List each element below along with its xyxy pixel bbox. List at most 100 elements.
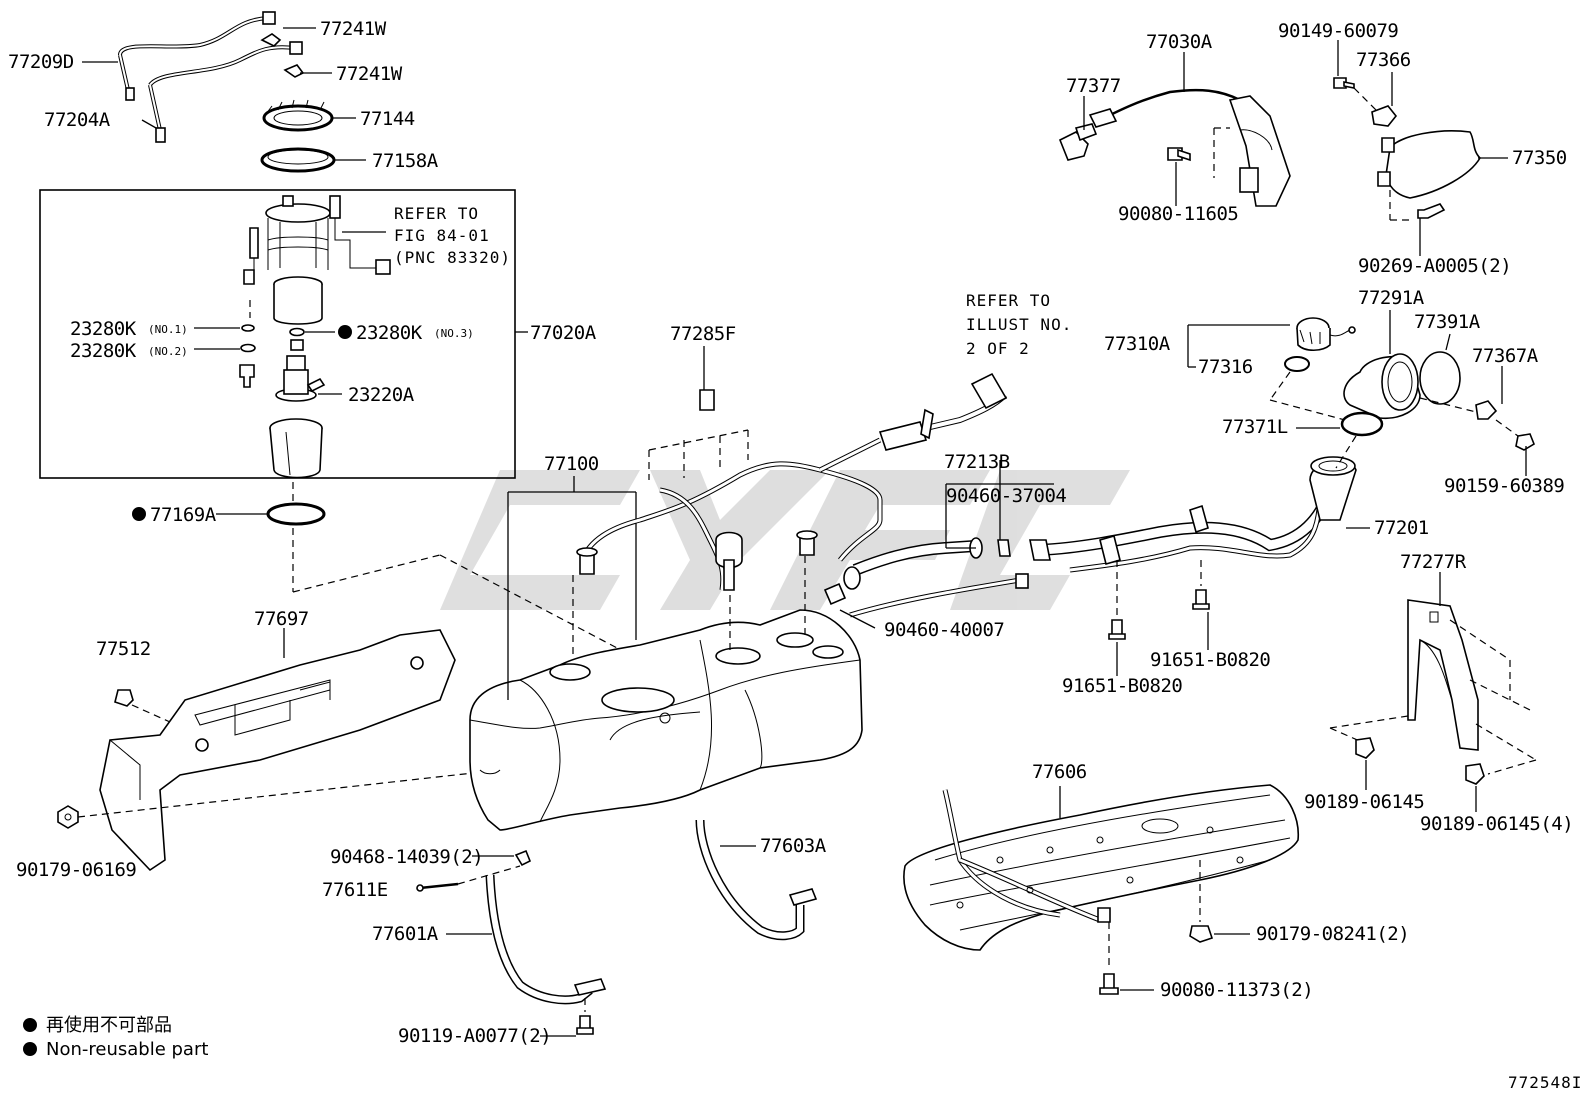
label-77020A: 77020A xyxy=(530,322,597,344)
label-90189-06145-4: 90189-06145(4) xyxy=(1420,813,1573,835)
label-77169A: 77169A xyxy=(150,504,217,526)
label-77603A: 77603A xyxy=(760,835,827,857)
bolt-90159-60389 xyxy=(1515,433,1535,451)
label-23280K-no2: 23280K xyxy=(70,340,137,362)
label-77697: 77697 xyxy=(254,608,309,630)
label-77367A: 77367A xyxy=(1472,345,1539,367)
hinge-77366 xyxy=(1371,105,1398,127)
gasket-77169A xyxy=(266,502,326,526)
label-77512: 77512 xyxy=(96,638,151,660)
refer-fig-line3: (PNC 83320) xyxy=(394,248,511,267)
clip-90189-06145 xyxy=(1355,737,1375,759)
label-23280K-no3: 23280K xyxy=(356,322,423,344)
bolt-90080-11373 xyxy=(1099,973,1119,995)
figure-id: 772548I xyxy=(1508,1073,1582,1092)
non-reusable-marker-23280K xyxy=(338,325,352,339)
under-cover-77606 xyxy=(903,784,1300,951)
protector-77277R xyxy=(1407,599,1479,751)
label-90159-60389: 90159-60389 xyxy=(1444,475,1564,497)
gasket-77391A xyxy=(1419,351,1461,405)
clip-90189-06145-4 xyxy=(1465,763,1485,785)
label-90468-14039: 90468-14039(2) xyxy=(330,846,483,868)
o-rings-23280K xyxy=(239,324,305,388)
label-90080-11605: 90080-11605 xyxy=(1118,203,1238,225)
fuel-tube-assembly xyxy=(118,11,305,143)
label-77291A: 77291A xyxy=(1358,287,1425,309)
lock-77377 xyxy=(1058,123,1098,161)
label-90179-06169: 90179-06169 xyxy=(16,859,136,881)
label-77601A: 77601A xyxy=(372,923,439,945)
screw-90149-60079 xyxy=(1333,77,1355,89)
refer-illust-line2: ILLUST NO. xyxy=(966,315,1072,334)
label-23220A: 23220A xyxy=(348,384,415,406)
filler-pipe-77201 xyxy=(823,456,1357,618)
label-23280K-no3-note: (NO.3) xyxy=(434,327,474,340)
fuel-pump-module xyxy=(243,195,391,325)
heat-insulator-77697 xyxy=(99,629,456,872)
label-77391A: 77391A xyxy=(1414,311,1481,333)
label-77213B: 77213B xyxy=(944,451,1010,473)
label-90460-37004: 90460-37004 xyxy=(946,485,1066,507)
label-77377: 77377 xyxy=(1066,75,1121,97)
label-90080-11373: 90080-11373(2) xyxy=(1160,979,1313,1001)
label-77201: 77201 xyxy=(1374,517,1429,539)
strap-77601A xyxy=(485,874,607,1005)
label-77611E: 77611E xyxy=(322,879,388,901)
fuel-pump-assembly-box xyxy=(39,189,516,479)
fuel-pump-23220A xyxy=(275,355,326,402)
label-77606: 77606 xyxy=(1032,761,1087,783)
legend-english: Non-reusable part xyxy=(46,1039,208,1060)
label-77241W-a: 77241W xyxy=(320,18,387,40)
filler-housing-77291A xyxy=(1343,353,1421,420)
legend-marker-en xyxy=(23,1042,37,1056)
label-77350: 77350 xyxy=(1512,147,1567,169)
label-90189-06145: 90189-06145 xyxy=(1304,791,1424,813)
label-90119-A0077: 90119-A0077(2) xyxy=(398,1025,551,1047)
label-90179-08241: 90179-08241(2) xyxy=(1256,923,1409,945)
strap-77603A xyxy=(695,819,818,941)
pin-90468-14039 xyxy=(514,849,532,867)
label-77100: 77100 xyxy=(544,453,599,475)
label-77204A: 77204A xyxy=(44,109,111,131)
label-90149-60079: 90149-60079 xyxy=(1278,20,1398,42)
refer-fig-line2: FIG 84-01 xyxy=(394,226,490,245)
clip-77512 xyxy=(114,689,134,707)
refer-fig-line1: REFER TO xyxy=(394,204,479,223)
refer-illust-line1: REFER TO xyxy=(966,291,1051,310)
label-77285F: 77285F xyxy=(670,323,736,345)
retainer-ring xyxy=(262,99,334,132)
refer-illust-line3: 2 OF 2 xyxy=(966,339,1030,358)
screw-90269-A0005 xyxy=(1417,203,1446,219)
label-77277R: 77277R xyxy=(1400,551,1467,573)
label-91651-B0820-b: 91651-B0820 xyxy=(1062,675,1182,697)
nut-90179-08241 xyxy=(1189,925,1214,943)
watermark-logo xyxy=(440,470,1130,610)
label-77209D: 77209D xyxy=(8,51,74,73)
bolts-91651-B0820 xyxy=(1108,589,1210,640)
label-77158A: 77158A xyxy=(372,150,439,172)
label-77371L: 77371L xyxy=(1222,416,1288,438)
clip-77367A xyxy=(1475,400,1498,420)
label-77030A: 77030A xyxy=(1146,31,1213,53)
part-labels: 77209D 77241W 77241W 77204A 77144 77158A… xyxy=(8,18,1574,1047)
legend: 再使用不可部品 Non-reusable part xyxy=(23,1015,208,1060)
legend-marker-ja xyxy=(23,1018,37,1032)
legend-japanese: 再使用不可部品 xyxy=(46,1015,172,1036)
label-77241W-b: 77241W xyxy=(336,63,403,85)
vent-tubes xyxy=(576,372,1008,591)
screw-90080-11605 xyxy=(1167,147,1191,162)
fuel-lid-77350 xyxy=(1377,130,1482,199)
label-77316: 77316 xyxy=(1198,356,1253,378)
fuel-cap-77310A xyxy=(1296,317,1356,352)
label-91651-B0820-a: 91651-B0820 xyxy=(1150,649,1270,671)
non-reusable-marker-77169A xyxy=(132,507,146,521)
bolt-90179-06169 xyxy=(57,805,79,829)
gasket-ring xyxy=(260,147,336,173)
label-77144: 77144 xyxy=(360,108,415,130)
label-90269-A0005: 90269-A0005(2) xyxy=(1358,255,1511,277)
pin-77611E xyxy=(416,882,459,892)
label-77366: 77366 xyxy=(1356,49,1411,71)
refer-illust-note: REFER TO ILLUST NO. 2 OF 2 xyxy=(966,291,1072,358)
label-90460-40007: 90460-40007 xyxy=(884,619,1004,641)
